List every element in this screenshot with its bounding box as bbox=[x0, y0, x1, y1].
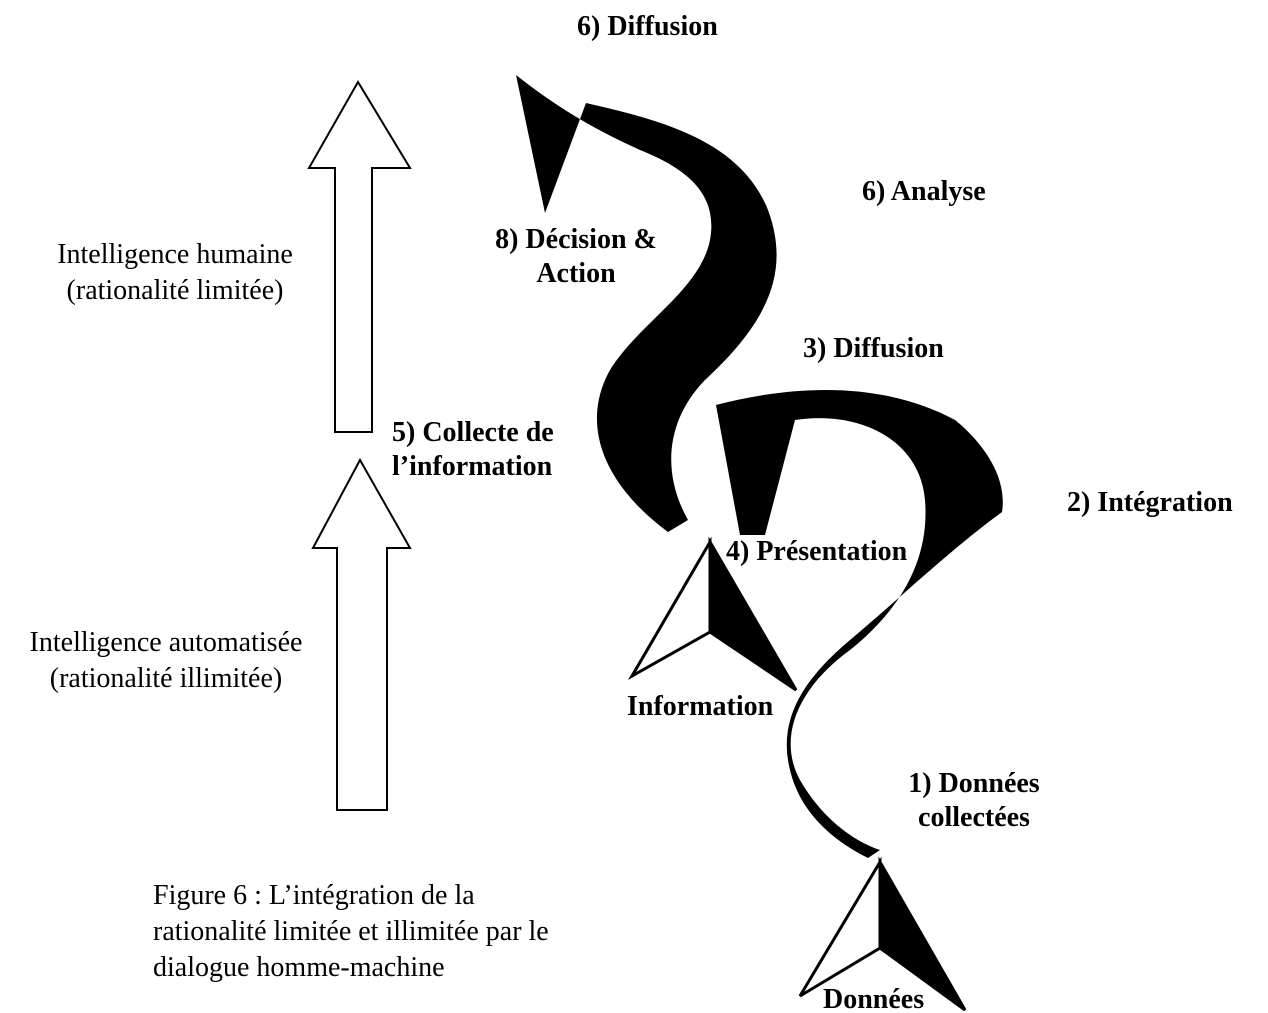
step-analysis-label: 6) Analyse bbox=[862, 176, 986, 207]
step-decision-action-label: 8) Décision & Action bbox=[495, 224, 657, 289]
step-diffusion-top-label: 6) Diffusion bbox=[577, 11, 718, 42]
automated-intelligence-label: Intelligence automatisée (rationalité il… bbox=[29, 627, 303, 694]
information-marker-left-icon bbox=[627, 536, 712, 681]
figure-caption: Figure 6 : L’intégration de la rationali… bbox=[153, 880, 549, 983]
information-marker-label: Information bbox=[627, 691, 774, 722]
human-intelligence-label: Intelligence humaine (rationalité limité… bbox=[57, 239, 293, 306]
donnees-marker-label: Données bbox=[823, 984, 925, 1013]
donnees-marker-right-icon bbox=[878, 856, 967, 1012]
upper-question-mark-icon bbox=[516, 75, 777, 532]
upper-hollow-arrow-icon bbox=[307, 80, 412, 433]
step-collected-data-label: 1) Données collectées bbox=[908, 768, 1040, 833]
step-diffusion-lower-label: 3) Diffusion bbox=[803, 333, 944, 364]
step-presentation-label: 4) Présentation bbox=[726, 536, 908, 567]
donnees-marker-left-icon bbox=[798, 856, 882, 998]
lower-question-mark-icon bbox=[716, 389, 1003, 858]
step-collect-information-label: 5) Collecte de l’information bbox=[392, 417, 554, 482]
lower-hollow-arrow-icon bbox=[311, 457, 412, 811]
information-marker-right-icon bbox=[708, 536, 798, 692]
step-integration-label: 2) Intégration bbox=[1067, 487, 1233, 518]
